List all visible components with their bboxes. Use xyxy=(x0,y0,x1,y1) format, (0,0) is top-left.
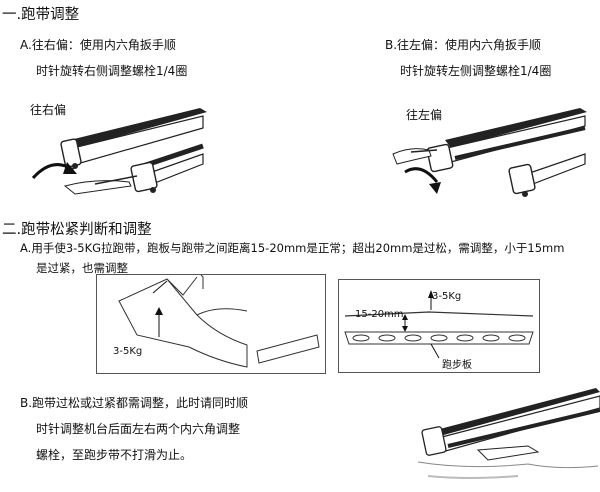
treadmill-rear-bolts-figure xyxy=(408,380,600,492)
section1-b-line1: B.往左偏：使用内六角扳手顺 xyxy=(385,38,542,52)
belt-gap-figure xyxy=(338,279,540,373)
section2-b-line3: 螺栓，至跑步带不打滑为止。 xyxy=(36,448,193,462)
belt-pull-figure xyxy=(96,274,326,374)
belt-gap-weight-label: 3-5Kg xyxy=(432,291,462,302)
belt-gap-distance-label: 15-20mm xyxy=(355,309,404,320)
treadmill-right-adjust-figure xyxy=(25,98,210,208)
section1-heading: 一.跑带调整 xyxy=(2,7,80,23)
running-board-label: 跑步板 xyxy=(442,360,472,371)
section1-b-line2: 时针旋转左侧调整螺栓1/4圈 xyxy=(400,64,552,78)
treadmill-left-adjust-figure xyxy=(385,102,595,210)
belt-pull-weight-label: 3-5Kg xyxy=(113,346,143,357)
section2-b-line2: 时针调整机台后面左右两个内六角调整 xyxy=(36,422,241,436)
fig-right-label: 往左偏 xyxy=(406,108,443,122)
section2-b-line1: B.跑带过松或过紧都需调整，此时请同时顺 xyxy=(20,396,249,410)
section2-a-line1: A.用手使3-5KG拉跑带，跑板与跑带之间距离15-20mm是正常；超出20mm… xyxy=(20,241,565,255)
section1-a-line1: A.往右偏：使用内六角扳手顺 xyxy=(20,38,176,52)
fig-left-label: 往右偏 xyxy=(30,103,67,117)
section2-a-line2: 是过紧，也需调整 xyxy=(36,261,128,275)
section1-a-line2: 时针旋转右侧调整螺栓1/4圈 xyxy=(36,64,188,78)
section2-heading: 二.跑带松紧判断和调整 xyxy=(2,222,152,238)
